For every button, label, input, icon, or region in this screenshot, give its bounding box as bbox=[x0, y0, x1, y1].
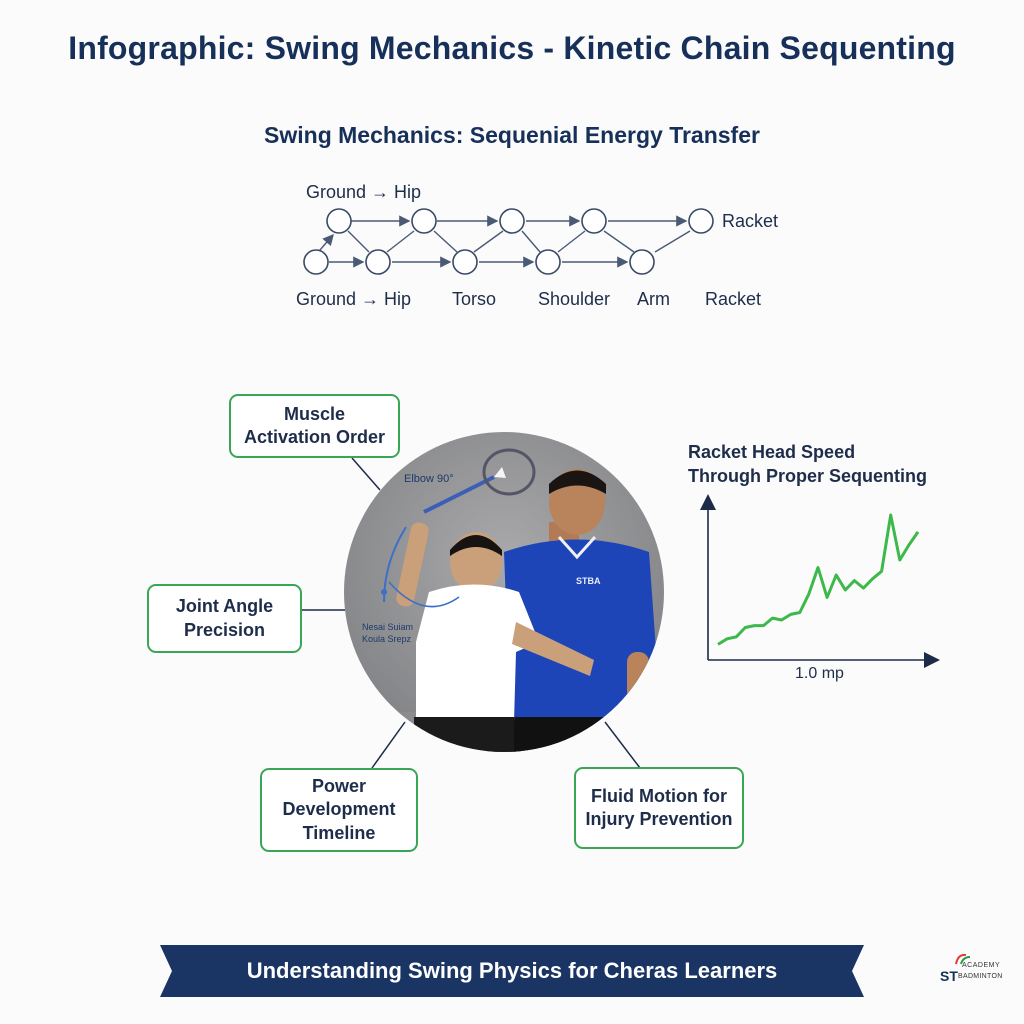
callout-muscle-activation: Muscle Activation Order bbox=[229, 394, 400, 458]
chain-node bbox=[452, 249, 478, 275]
chain-node bbox=[411, 208, 437, 234]
chain-bottom-label: Shoulder bbox=[538, 289, 611, 309]
bottom-banner bbox=[160, 945, 864, 997]
speed-series-line bbox=[717, 513, 920, 646]
chain-title: Swing Mechanics: Sequenial Energy Transf… bbox=[264, 122, 760, 148]
racket-shaft bbox=[423, 475, 495, 514]
speed-chart-title-line1: Racket Head Speed bbox=[688, 442, 856, 462]
callout-power-development: Power Development Timeline bbox=[260, 768, 418, 852]
callout-joint-angle: Joint Angle Precision bbox=[147, 584, 302, 653]
chain-link bbox=[557, 230, 586, 253]
logo-academy: ACADEMY bbox=[962, 962, 1001, 969]
logo-st: ST bbox=[940, 968, 958, 984]
chain-top-label: Ground → Hip bbox=[306, 182, 422, 202]
training-photo: STBA bbox=[344, 432, 664, 752]
chain-node bbox=[581, 208, 607, 234]
speed-chart bbox=[700, 494, 940, 668]
chain-link bbox=[473, 230, 504, 253]
shuttlecock-icon bbox=[494, 467, 506, 478]
banner-text: Understanding Swing Physics for Cheras L… bbox=[246, 958, 778, 983]
chain-node bbox=[326, 208, 352, 234]
chain-link bbox=[654, 230, 691, 253]
chain-link bbox=[386, 230, 415, 253]
callout-fluid-motion: Fluid Motion for Injury Prevention bbox=[574, 767, 744, 849]
speed-chart-title: Racket Head Speed Through Proper Sequent… bbox=[688, 440, 927, 489]
chain-node bbox=[629, 249, 655, 275]
chain-node bbox=[688, 208, 714, 234]
chain-node bbox=[365, 249, 391, 275]
chain-link bbox=[521, 230, 541, 253]
speed-chart-xlabel: 1.0 mp bbox=[795, 665, 844, 682]
elbow-angle-note: Elbow 90° bbox=[404, 473, 454, 485]
callout-connectors bbox=[302, 457, 641, 769]
chain-node bbox=[499, 208, 525, 234]
speed-chart-title-line2: Through Proper Sequenting bbox=[688, 466, 927, 487]
chain-link bbox=[603, 230, 635, 253]
chain-bottom-label: Arm bbox=[637, 289, 670, 309]
chain-bottom-label: Torso bbox=[452, 289, 497, 309]
chain-bottom-label: Ground → Hip bbox=[296, 289, 412, 309]
kinetic-chain-diagram bbox=[303, 208, 714, 275]
photo-side-note: Nesai Suiam bbox=[362, 622, 414, 632]
chain-link bbox=[433, 230, 458, 253]
shirt-logo: STBA bbox=[576, 576, 601, 586]
logo-badminton: BADMINTON bbox=[958, 973, 1003, 980]
chain-link bbox=[309, 233, 334, 262]
chain-node bbox=[303, 249, 329, 275]
chain-bottom-label: Racket bbox=[705, 289, 762, 309]
academy-logo-icon bbox=[955, 953, 971, 965]
chain-link bbox=[347, 230, 370, 253]
photo-side-note: Koula Srepz bbox=[362, 634, 412, 644]
page-title: Infographic: Swing Mechanics - Kinetic C… bbox=[68, 30, 956, 66]
chain-node bbox=[535, 249, 561, 275]
chain-right-label: Racket bbox=[722, 211, 779, 231]
racket-head bbox=[482, 448, 536, 496]
